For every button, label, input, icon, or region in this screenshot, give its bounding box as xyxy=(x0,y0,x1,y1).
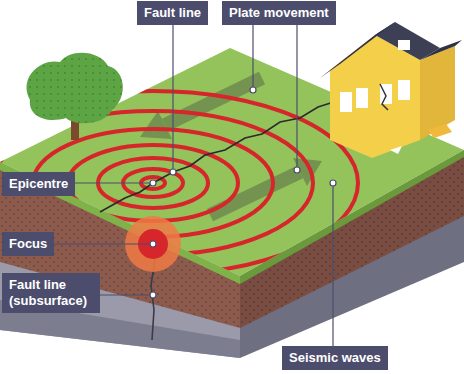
tree-canopy xyxy=(27,53,123,124)
epicentre-label: Epicentre xyxy=(2,172,75,196)
surface-fault xyxy=(100,100,340,212)
label-text: Seismic waves xyxy=(289,350,381,366)
leader-dots xyxy=(150,87,336,298)
plate-movement-label: Plate movement xyxy=(222,1,336,25)
label-text: Epicentre xyxy=(9,176,68,192)
label-text: Fault line (subsurface) xyxy=(9,277,93,309)
fault-line-label: Fault line xyxy=(137,1,208,25)
house xyxy=(320,22,462,158)
focus-label: Focus xyxy=(2,232,54,256)
seismic-waves-label: Seismic waves xyxy=(282,346,388,370)
label-text: Focus xyxy=(9,236,47,252)
subsurface-fault-label: Fault line (subsurface) xyxy=(2,273,100,313)
label-text: Plate movement xyxy=(229,5,329,21)
label-text: Fault line xyxy=(144,5,201,21)
